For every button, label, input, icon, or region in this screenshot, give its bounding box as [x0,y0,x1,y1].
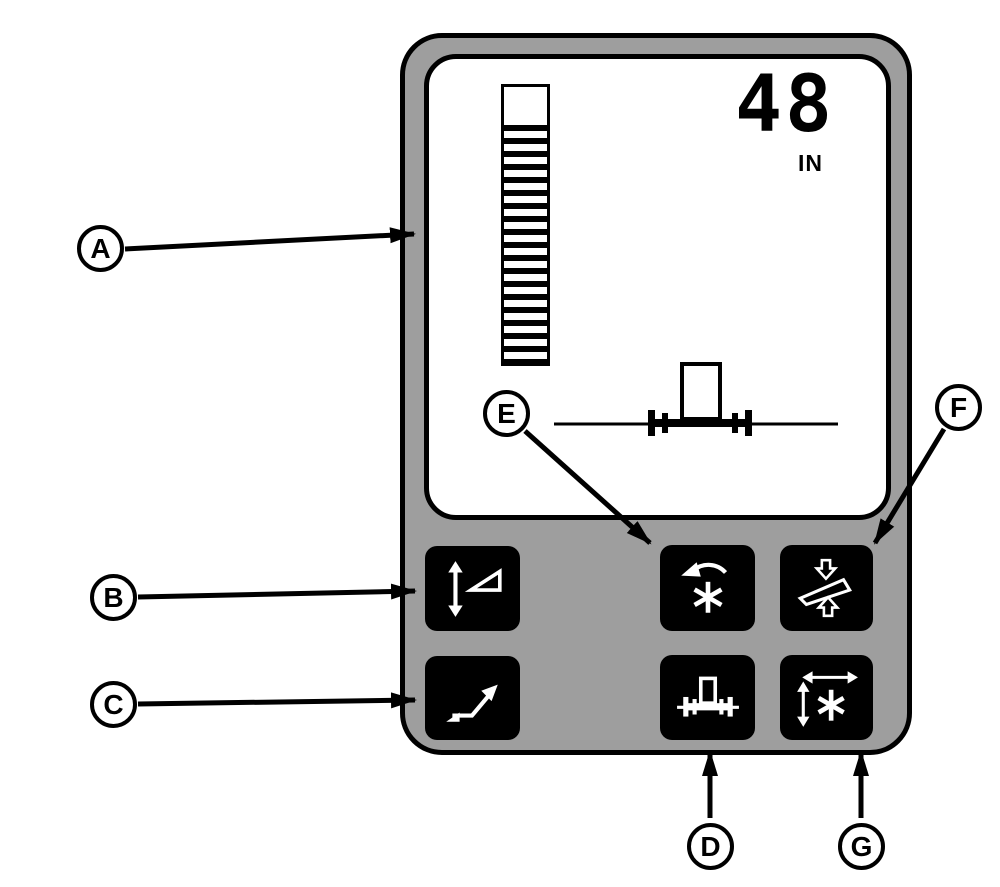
fan-rate-icon [796,670,858,727]
fold-control-button[interactable] [425,656,520,740]
callout-arrow-b [137,583,417,600]
opener-depth-icon [796,558,852,618]
display-unit-label: IN [798,150,823,176]
implement-select-button[interactable] [660,655,755,740]
display-reading-value: 48 [735,60,835,150]
callout-e: E [483,390,530,437]
callout-g: G [838,823,885,870]
callout-a: A [77,225,124,272]
bar-graph-fill [504,125,547,363]
callout-c: C [90,681,137,728]
bar-graph-indicator [501,84,550,366]
height-adjust-button[interactable] [425,546,520,631]
callout-b: B [90,574,137,621]
callout-arrow-c [137,692,417,709]
callout-f: F [935,384,982,431]
fold-arrow-icon [445,684,498,722]
callout-d: D [687,823,734,870]
implement-icon [676,676,739,717]
fan-speed-icon [680,562,727,613]
callout-arrow-a [124,227,416,252]
opener-depth-button[interactable] [780,545,873,631]
height-adjust-icon [447,560,502,617]
implement-graphic [554,362,838,436]
fan-speed-button[interactable] [660,545,755,631]
fan-rate-button[interactable] [780,655,873,740]
